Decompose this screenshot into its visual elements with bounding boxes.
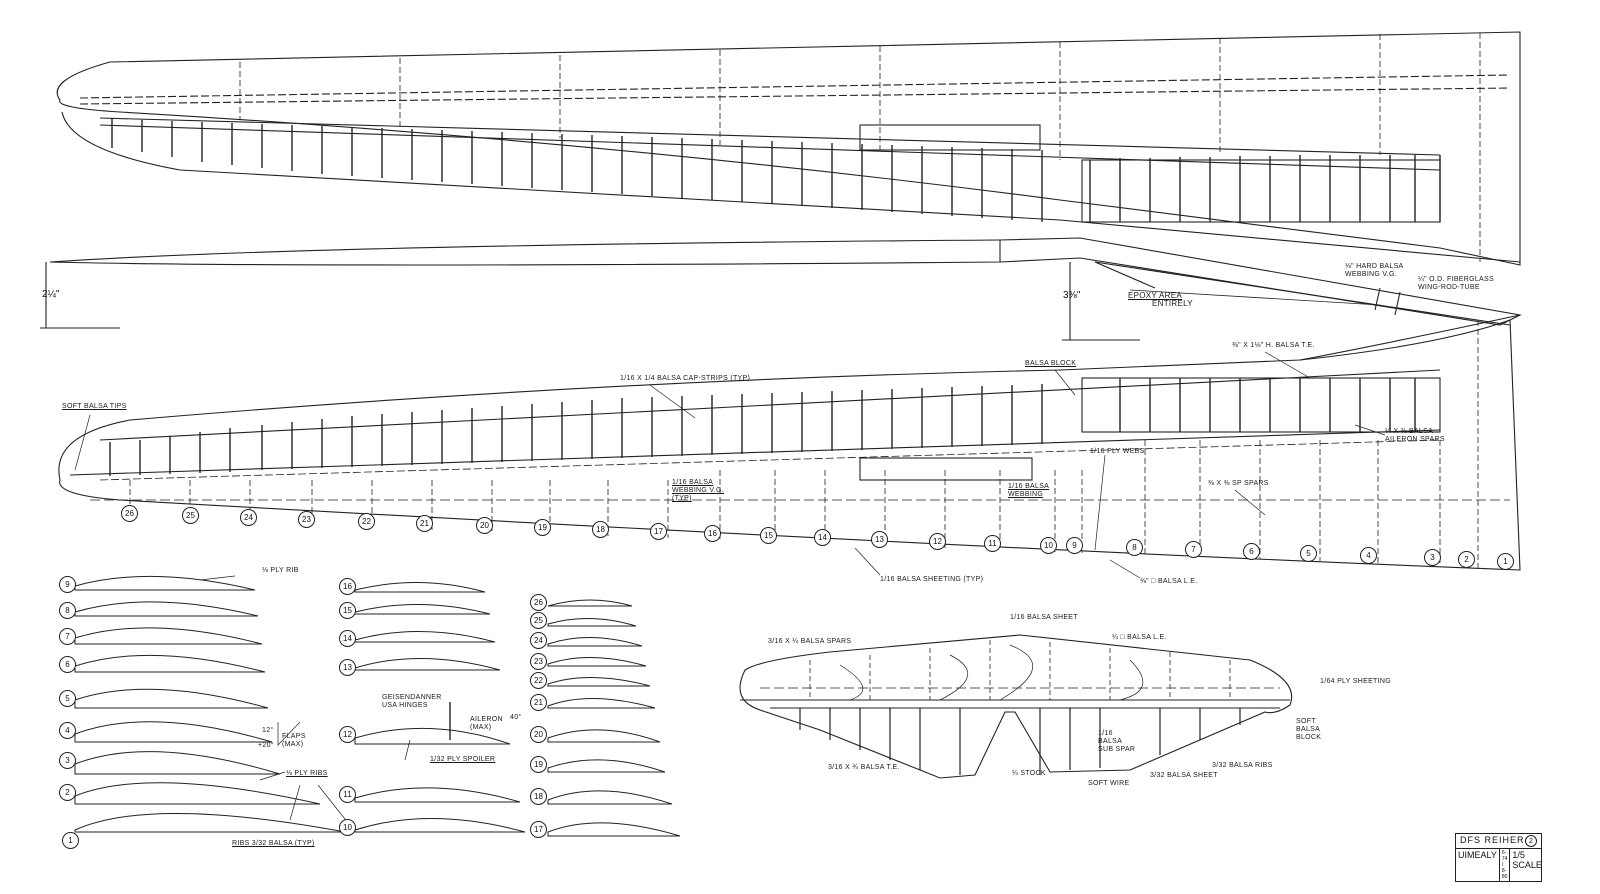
title-block: DFS REIHER 2 UIMEALY 6-74 / 8-80 1/5 SCA… [1455,833,1542,882]
root-height-dimension: 3⅜" [1063,290,1081,301]
label-balsa-webbing: 1/16 BALSA WEBBING [1008,483,1050,498]
rib-station-marker: 11 [984,535,1001,552]
rib-station-marker: 21 [416,515,433,532]
rib-station-marker: 9 [1066,537,1083,554]
rib-station-marker: 6 [1243,543,1260,560]
rib-station-marker: 2 [1458,551,1475,568]
rib-profile-number: 20 [530,726,547,743]
rib-station-marker: 17 [650,523,667,540]
label-stab-ply-sheeting: 1/64 PLY SHEETING [1320,678,1391,685]
rib-station-marker: 15 [760,527,777,544]
label-ply-rib: ⅛ PLY RIB [262,567,299,574]
rib-profile-number: 8 [59,602,76,619]
rib-station-marker: 7 [1185,541,1202,558]
rib-profile-number: 1 [62,832,79,849]
rib-station-marker: 13 [871,531,888,548]
rib-profile-number: 25 [530,612,547,629]
rib-profile-number: 14 [339,630,356,647]
label-stab-soft-wire: SOFT WIRE [1088,780,1130,787]
drawing-date: 6-74 / 8-80 [1500,849,1511,881]
rib-profile-number: 2 [59,784,76,801]
rib-profile-number: 22 [530,672,547,689]
label-ply-webs: 1/16 PLY WEBS [1090,448,1145,455]
rib-profile-number: 7 [59,628,76,645]
label-balsa-block: BALSA BLOCK [1025,360,1077,367]
rib-station-marker: 12 [929,533,946,550]
rib-profile-number: 21 [530,694,547,711]
rib-profile-number: 24 [530,632,547,649]
rib-station-marker: 20 [476,517,493,534]
rib-station-marker: 23 [298,511,315,528]
label-hinges: GEISENDANNER USA HINGES [382,694,442,709]
label-stab-spars: 3/16 x ¼ BALSA SPARS [768,638,852,645]
drawing-title: DFS REIHER [1460,835,1525,845]
rib-station-marker: 14 [814,529,831,546]
label-ribs-balsa: RIBS 3/32 BALSA (TYP) [232,840,315,847]
label-balsa-sheeting: 1/16 BALSA SHEETING (TYP) [880,576,984,583]
rib-profile-number: 11 [339,786,356,803]
rib-station-marker: 26 [121,505,138,522]
rib-profile-number: 10 [339,819,356,836]
label-flaps: FLAPS (MAX) [282,733,306,748]
rib-profile-number: 13 [339,659,356,676]
label-flap-angle-down: +20° [258,742,274,749]
label-soft-balsa-tips: SOFT BALSA TIPS [62,403,127,410]
tip-height-dimension: 2¼" [42,289,60,300]
label-epoxy-area: EPOXY AREA [1128,291,1182,300]
rib-profile-number: 12 [339,726,356,743]
rib-station-marker: 16 [704,525,721,542]
rib-station-marker: 5 [1300,545,1317,562]
rib-profile-number: 17 [530,821,547,838]
label-stab-sheet: 1/16 BALSA SHEET [1010,614,1078,621]
rib-profile-number: 9 [59,576,76,593]
rib-profile-number: 4 [59,722,76,739]
rib-station-marker: 1 [1497,553,1514,570]
label-stab-te: 3/16 x ¾ BALSA T.E. [828,764,900,771]
label-balsa-le: ⅜" □ BALSA L.E. [1140,578,1198,585]
label-stab-stock: ¼ STOCK [1012,770,1046,777]
rib-profile-number: 6 [59,656,76,673]
label-aileron: AILERON (MAX) [470,716,503,731]
label-stab-subspar: 1/16 BALSA SUB SPAR [1098,730,1136,753]
label-aileron-spars: ¼ x ⅜ BALSA AILERON SPARS [1385,428,1445,443]
label-hard-balsa-webbing: ⅛" HARD BALSA WEBBING V.G. [1345,263,1404,278]
label-balsa-webbing-vg: 1/16 BALSA WEBBING V.G. (TYP) [672,479,724,502]
rib-station-marker: 24 [240,509,257,526]
rib-profile-number: 19 [530,756,547,773]
rib-profile-number: 5 [59,690,76,707]
label-stab-soft-block: SOFT BALSA BLOCK [1296,718,1322,741]
rib-station-marker: 22 [358,513,375,530]
rib-station-marker: 25 [182,507,199,524]
sheet-number: 2 [1525,835,1537,847]
label-stab-le: ¼ □ BALSA L.E. [1112,634,1167,641]
label-cap-strips: 1/16 x 1/4 BALSA CAP-STRIPS (TYP) [620,375,751,382]
rib-profile-number: 3 [59,752,76,769]
label-sp-spars: ⅜ x ⅜ SP SPARS [1208,480,1269,487]
label-aileron-angle: 40° [510,714,522,721]
rib-station-marker: 18 [592,521,609,538]
label-stab-balsa-sheet2: 3/32 BALSA SHEET [1150,772,1218,779]
author: UIMEALY [1456,849,1500,881]
label-flap-angle-up: 12° [262,727,274,734]
rib-profile-number: 18 [530,788,547,805]
label-fiberglass-tube: ¼" O.D. FIBERGLASS WING-ROD-TUBE [1418,276,1494,291]
drawing-scale: 1/5 SCALE [1512,850,1542,870]
label-ply-ribs: ⅛ PLY RIBS [286,770,328,777]
label-stab-ribs: 3/32 BALSA RIBS [1212,762,1273,769]
rib-profile-number: 23 [530,653,547,670]
rib-station-marker: 8 [1126,539,1143,556]
rib-profile-number: 26 [530,594,547,611]
rib-station-marker: 3 [1424,549,1441,566]
rib-profile-number: 16 [339,578,356,595]
rib-station-marker: 10 [1040,537,1057,554]
label-spoiler: 1/32 PLY SPOILER [430,756,496,763]
rib-profile-number: 15 [339,602,356,619]
label-epoxy-entirely: ENTIRELY [1152,299,1193,308]
label-balsa-te: ⅜" x 1⅛" H. BALSA T.E. [1232,342,1315,349]
rib-station-marker: 4 [1360,547,1377,564]
rib-station-marker: 19 [534,519,551,536]
